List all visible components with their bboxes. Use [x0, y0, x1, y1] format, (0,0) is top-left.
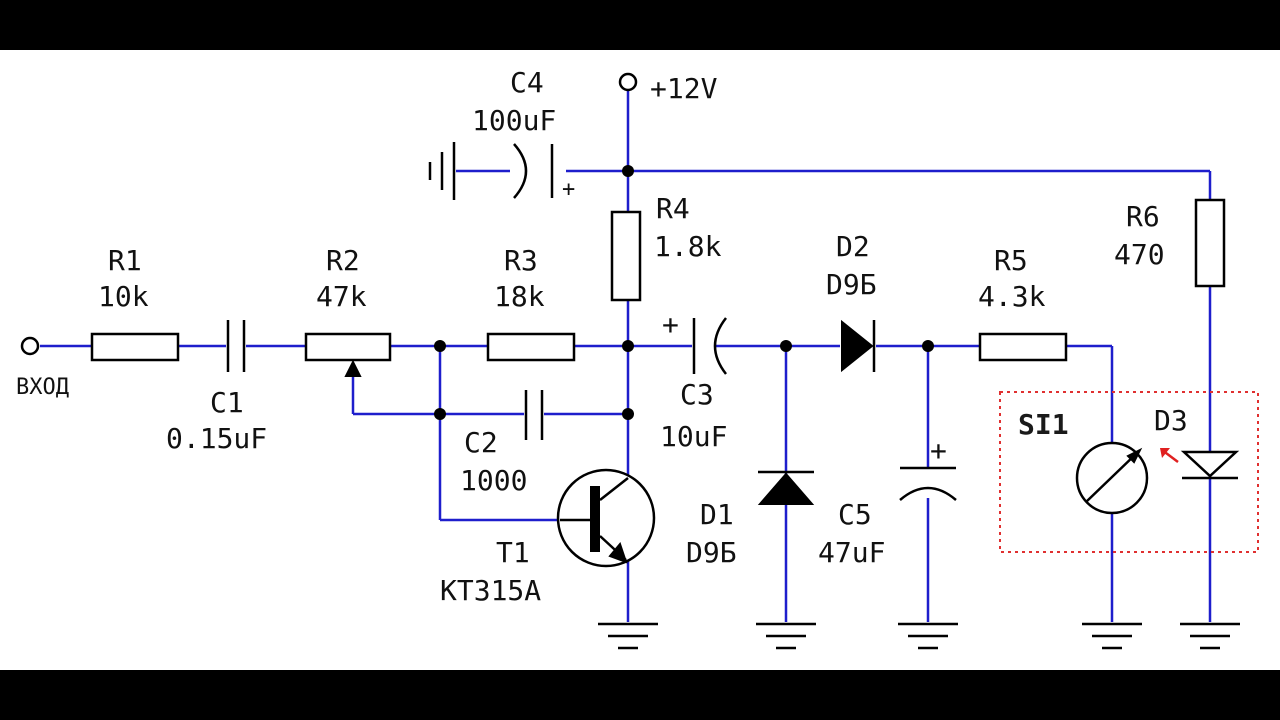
resistor-r6 — [1194, 198, 1226, 288]
capacitor-c4 — [513, 143, 554, 199]
r4-ref: R4 — [656, 192, 690, 225]
resistor-r3 — [486, 332, 576, 362]
supply-terminal — [618, 72, 638, 92]
junctions — [434, 165, 934, 420]
meter-si1 — [1075, 441, 1149, 515]
junction-dot — [622, 340, 634, 352]
diode-d2 — [841, 319, 876, 373]
junction-dot — [922, 340, 934, 352]
emitter-arrow — [608, 541, 628, 564]
junction-dot — [434, 408, 446, 420]
r1-ref: R1 — [108, 244, 142, 277]
r5-value: 4.3k — [978, 280, 1046, 313]
input-terminal — [20, 336, 40, 356]
capacitor-c5 — [899, 466, 957, 501]
c3-ref: C3 — [680, 378, 714, 411]
resistor-r5 — [978, 332, 1068, 362]
c4-plus-mark: + — [562, 177, 575, 202]
capacitor-c1 — [226, 320, 246, 372]
led-d3 — [1160, 448, 1240, 480]
resistor-r1 — [90, 332, 180, 362]
supply-label: +12V — [650, 72, 718, 105]
c5-value: 47uF — [818, 536, 885, 569]
r2-value: 47k — [316, 280, 367, 313]
ground-icon — [1082, 622, 1142, 650]
ground-symbols — [428, 142, 1240, 650]
r1-value: 10k — [98, 280, 149, 313]
r6-ref: R6 — [1126, 200, 1160, 233]
r2-ref: R2 — [326, 244, 360, 277]
ground-icon — [428, 142, 456, 200]
c2-value: 1000 — [460, 464, 527, 497]
meter-needle-arrow — [1126, 447, 1143, 464]
junction-dot — [622, 165, 634, 177]
r3-value: 18k — [494, 280, 545, 313]
d1-ref: D1 — [700, 498, 734, 531]
potentiometer-r2 — [304, 332, 392, 362]
c3-plus-mark: + — [662, 308, 679, 341]
c2-ref: C2 — [464, 426, 498, 459]
ground-icon — [898, 622, 958, 650]
r3-ref: R3 — [504, 244, 538, 277]
junction-dot — [622, 408, 634, 420]
schematic-canvas — [0, 50, 1280, 670]
d2-ref: D2 — [836, 230, 870, 263]
r2-wiper-arrow — [344, 359, 362, 377]
diode-d1 — [757, 470, 815, 505]
t1-value: KT315A — [440, 574, 541, 607]
r4-value: 1.8k — [654, 230, 722, 263]
resistor-r4 — [610, 210, 642, 302]
r5-ref: R5 — [994, 244, 1028, 277]
d2-value: D9Б — [826, 268, 877, 301]
input-label: ВХОД — [16, 375, 69, 400]
led-arrowhead — [1160, 448, 1170, 458]
c3-value: 10uF — [660, 420, 727, 453]
ground-icon — [598, 622, 658, 650]
capacitor-c2 — [524, 390, 544, 440]
ground-icon — [1180, 622, 1240, 650]
c5-ref: C5 — [838, 498, 872, 531]
junction-dot — [780, 340, 792, 352]
c1-value: 0.15uF — [166, 422, 267, 455]
c1-ref: C1 — [210, 386, 244, 419]
t1-ref: T1 — [496, 536, 530, 569]
transistor-t1 — [556, 468, 656, 568]
c5-plus-mark: + — [930, 434, 947, 467]
si1-ref: SI1 — [1018, 408, 1069, 441]
d1-value: D9Б — [686, 536, 737, 569]
r6-value: 470 — [1114, 238, 1165, 271]
c4-value: 100uF — [472, 104, 556, 137]
wires — [40, 88, 1212, 622]
c4-ref: C4 — [510, 66, 544, 99]
capacitor-c3 — [692, 317, 727, 375]
indicator-frame — [999, 391, 1259, 553]
ground-icon — [756, 622, 816, 650]
junction-dot — [434, 340, 446, 352]
d3-ref: D3 — [1154, 404, 1188, 437]
